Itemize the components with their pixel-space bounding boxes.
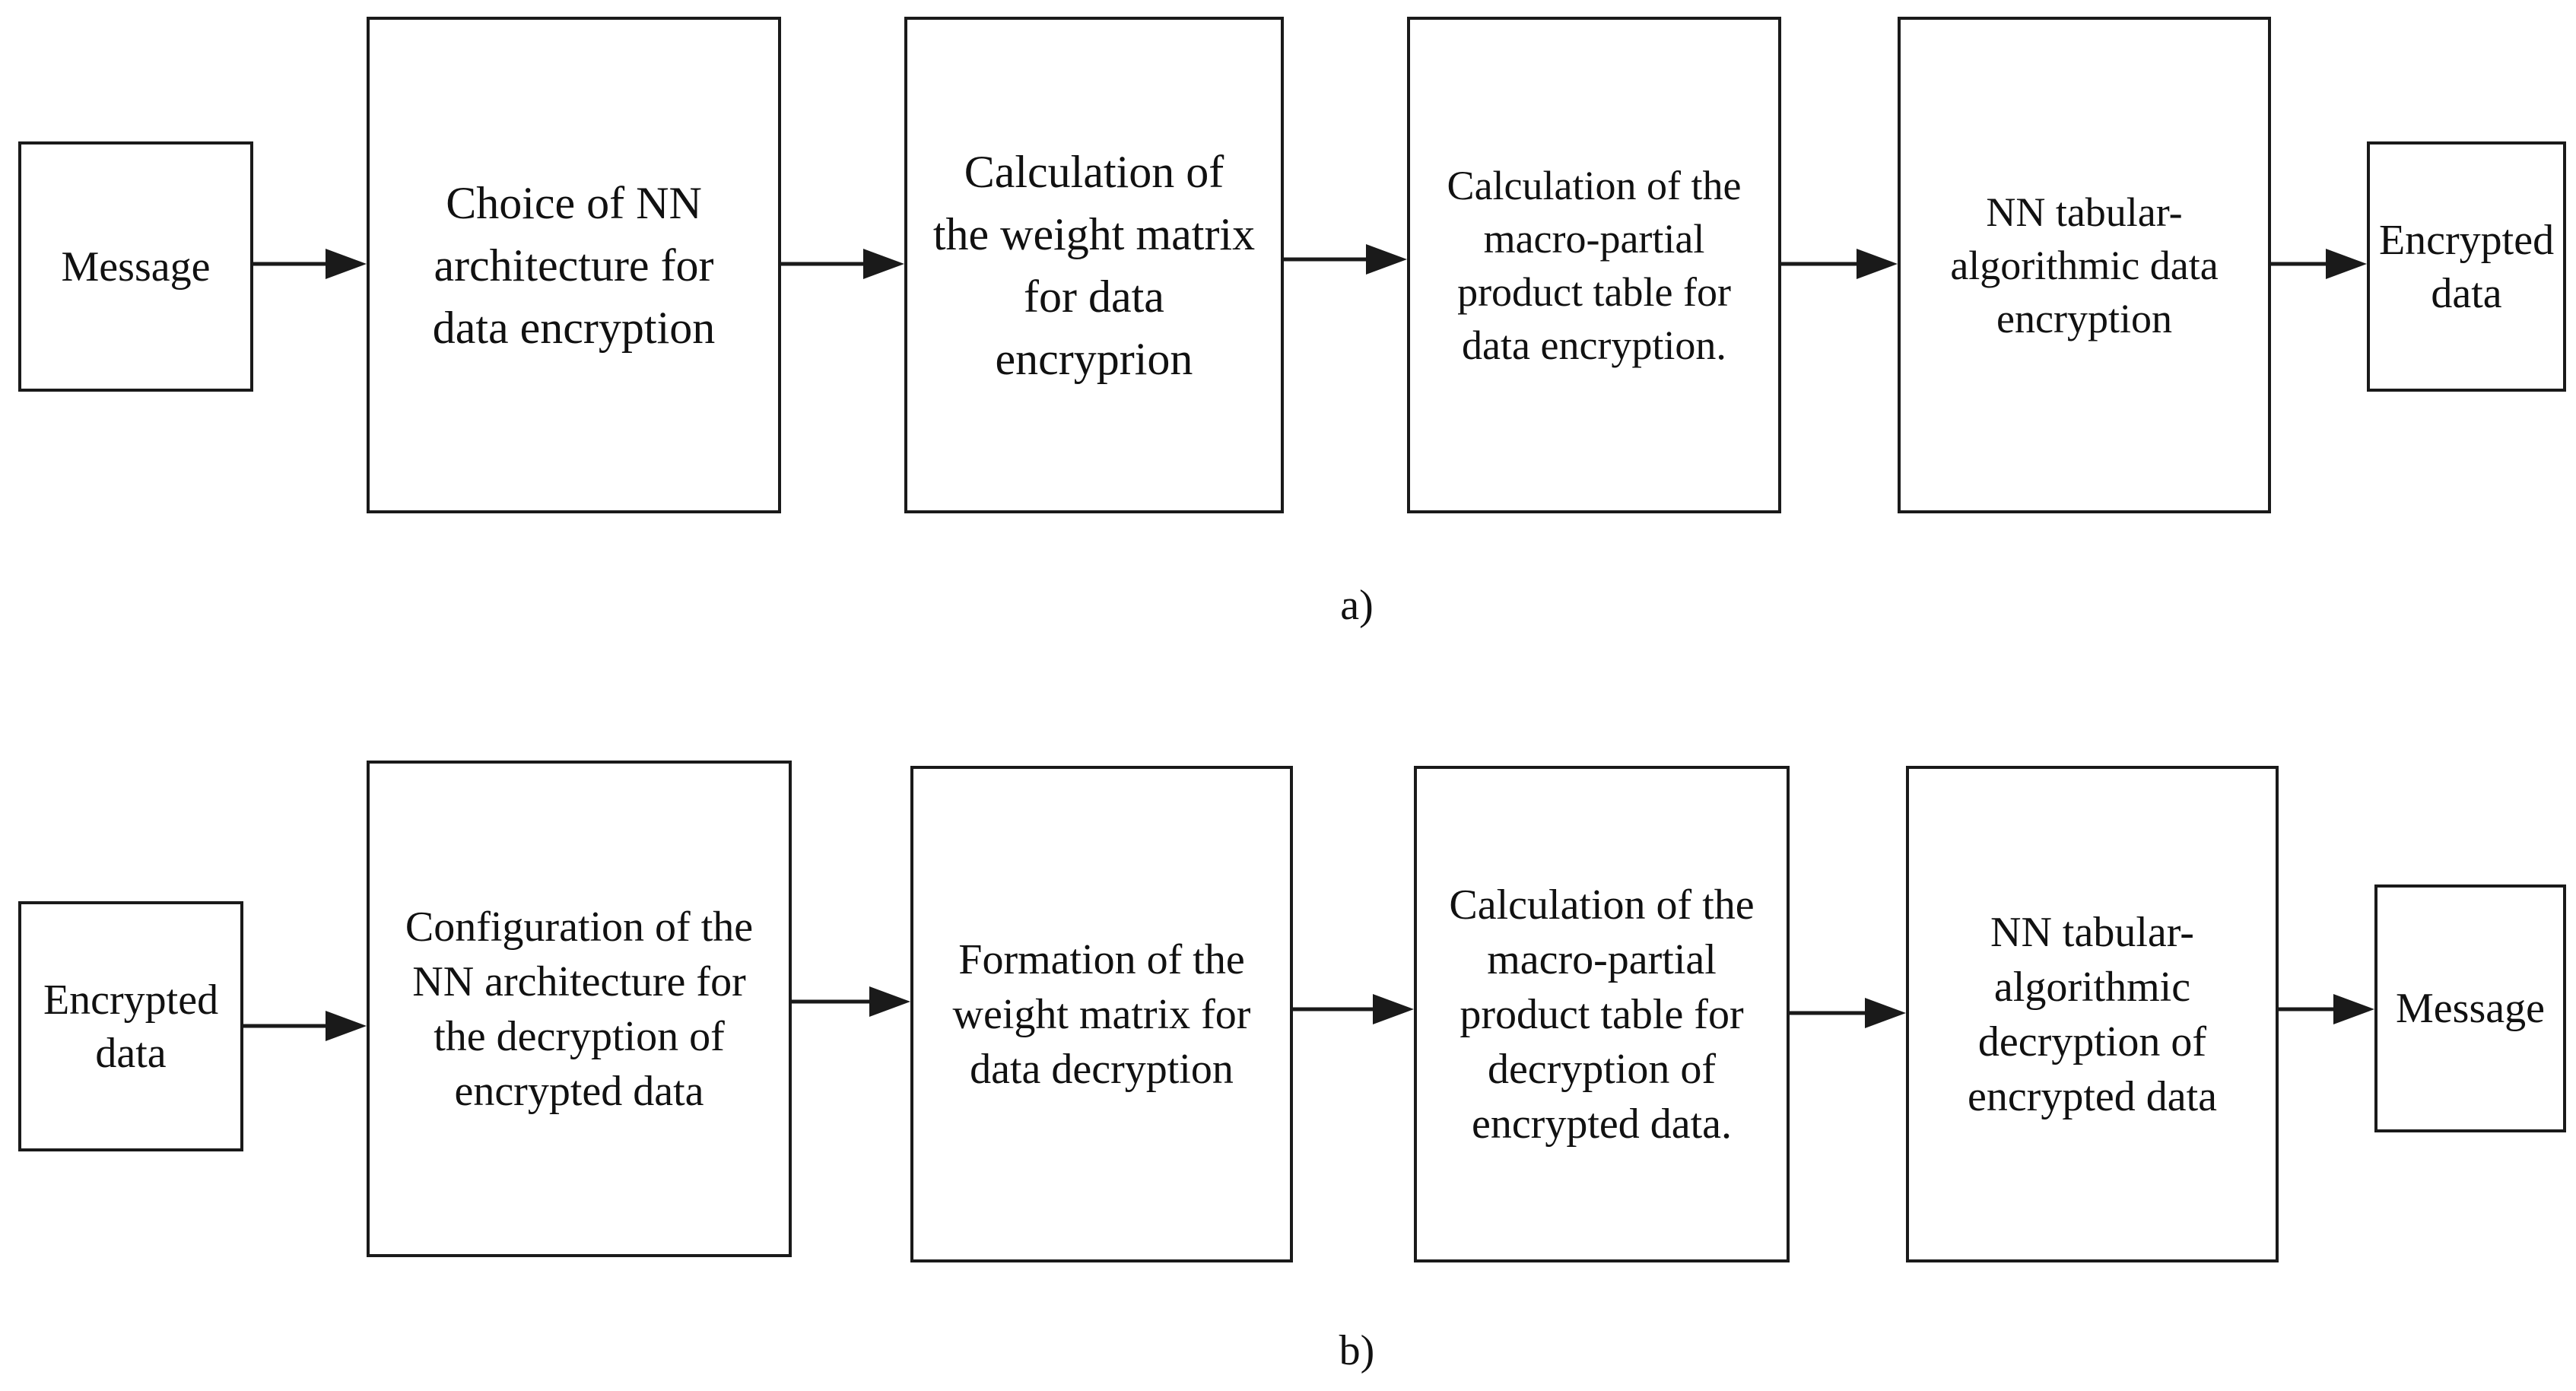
box-a-step-2-label: Calculation of the weight matrix for dat…	[932, 146, 1256, 384]
box-b-message: Message	[2374, 884, 2566, 1132]
box-a-encrypted-data-label: Encrypted data	[2378, 216, 2555, 317]
box-a-step-3-label: Calculation of the macro-partial product…	[1447, 162, 1742, 368]
arrow-b-4	[1789, 998, 1906, 1028]
arrow-a-5	[2270, 249, 2367, 279]
box-a-encrypted-data: Encrypted data	[2367, 141, 2566, 392]
box-b-step-3-label: Calculation of the macro-partial product…	[1449, 881, 1755, 1148]
box-a-message-label: Message	[61, 243, 211, 291]
box-b-step-3: Calculation of the macro-partial product…	[1414, 766, 1790, 1262]
box-b-step-1-label: Configuration of the NN architecture for…	[405, 903, 754, 1115]
arrow-b-5	[2278, 994, 2374, 1024]
box-b-message-label: Message	[2396, 985, 2545, 1032]
box-a-step-4-label: NN tabular- algorithmic data encryption	[1950, 189, 2219, 341]
arrow-b-2	[791, 986, 910, 1017]
box-a-step-3: Calculation of the macro-partial product…	[1407, 17, 1781, 513]
box-a-message: Message	[18, 141, 253, 392]
arrow-b-1	[242, 1011, 367, 1041]
box-a-step-4: NN tabular- algorithmic data encryption	[1898, 17, 2271, 513]
arrow-a-1	[247, 249, 367, 279]
arrow-a-4	[1780, 249, 1898, 279]
arrow-a-3	[1282, 244, 1407, 275]
arrow-b-3	[1293, 994, 1414, 1024]
caption-a: a)	[1340, 582, 1374, 629]
box-b-step-1: Configuration of the NN architecture for…	[367, 761, 792, 1257]
box-b-step-2-label: Formation of the weight matrix for data …	[952, 935, 1251, 1093]
box-a-step-1-label: Choice of NN architecture for data encry…	[432, 177, 716, 353]
box-b-encrypted-data-label: Encrypted data	[43, 976, 219, 1077]
box-b-encrypted-data: Encrypted data	[18, 901, 243, 1151]
caption-b: b)	[1339, 1327, 1375, 1374]
arrow-a-2	[780, 249, 904, 279]
box-a-step-2: Calculation of the weight matrix for dat…	[904, 17, 1284, 513]
box-b-step-4-label: NN tabular- algorithmic decryption of en…	[1967, 908, 2218, 1120]
box-a-step-1: Choice of NN architecture for data encry…	[367, 17, 781, 513]
box-b-step-2: Formation of the weight matrix for data …	[910, 766, 1293, 1262]
box-b-step-4: NN tabular- algorithmic decryption of en…	[1906, 766, 2279, 1262]
